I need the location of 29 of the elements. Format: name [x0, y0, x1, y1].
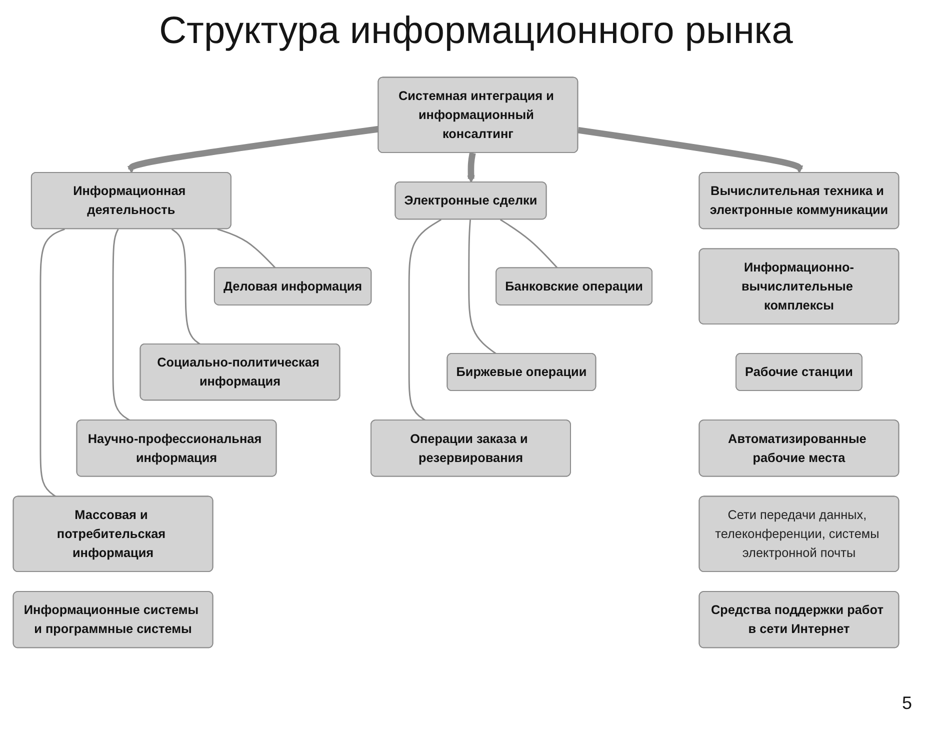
process-box: Информационные системы и программные системы: [12, 591, 214, 648]
connector-line: [171, 228, 201, 345]
process-box: Операции заказа и резервирования: [370, 420, 571, 477]
connector-line: [468, 220, 497, 354]
process-box: Биржевые операции: [446, 352, 596, 392]
connector-line: [217, 228, 276, 269]
process-box: Электронные сделки: [394, 182, 547, 220]
page-number: 5: [902, 693, 912, 714]
connector-line: [500, 219, 558, 269]
process-box: Социально-политическая информация: [140, 343, 340, 401]
process-box: Деловая информация: [214, 267, 372, 306]
process-box: Системная интеграция и информационный консалтинг: [378, 76, 578, 153]
process-box: Рабочие станции: [736, 352, 862, 392]
process-box: Информационная деятельность: [30, 172, 232, 230]
connector-line: [408, 219, 442, 422]
arrow: [467, 151, 476, 183]
arrow: [578, 127, 804, 174]
connector-line: [40, 228, 65, 498]
process-box: Массовая и потребительская информация: [12, 496, 214, 572]
arrow: [127, 126, 380, 174]
connector-line: [112, 228, 130, 422]
process-box: Научно-профессиональная информация: [76, 420, 277, 477]
process-box: Сети передачи данных, телеконференции, системы электронной почты: [698, 496, 900, 572]
process-box: Средства поддержки работ в сети Интернет: [698, 591, 900, 648]
process-box: Вычислительная техника и электронные коммуникации: [698, 172, 900, 230]
process-box: Автоматизированные рабочие места: [698, 420, 900, 477]
diagram-title: Структура информационного рынка: [159, 10, 793, 54]
process-box: Банковские операции: [496, 267, 652, 306]
process-box: Информационно-вычислительные комплексы: [698, 248, 900, 324]
